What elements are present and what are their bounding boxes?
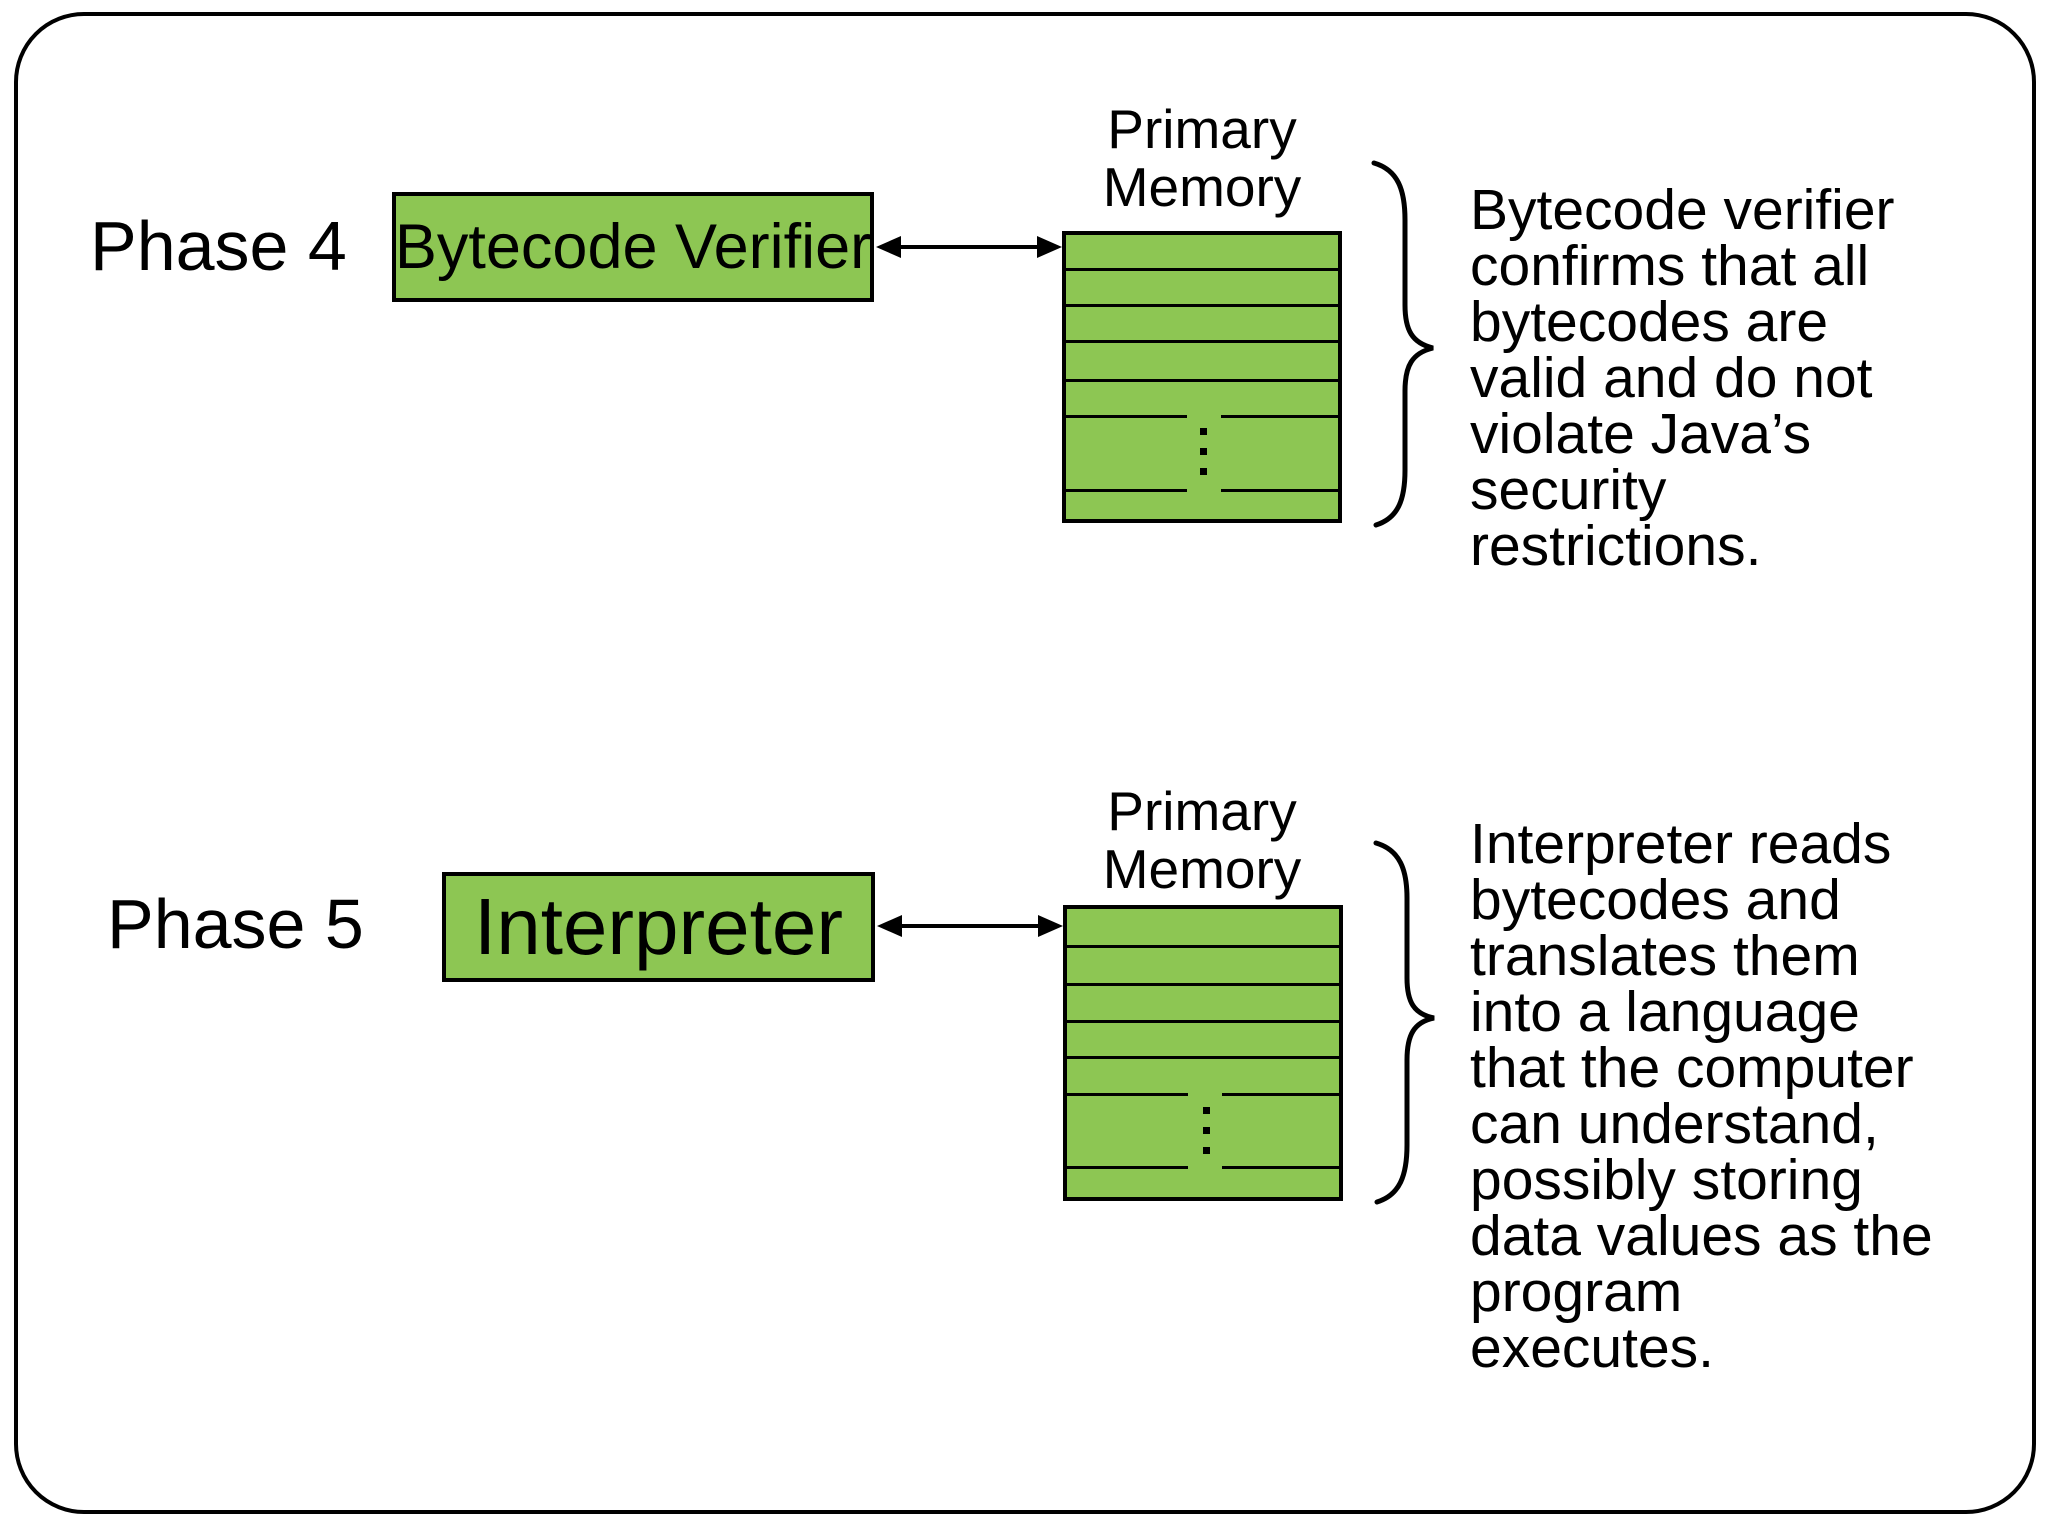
memory-row-line xyxy=(1066,268,1338,271)
phase5-description: Interpreter reads bytecodes and translat… xyxy=(1470,812,1933,1380)
memory-row-line xyxy=(1066,304,1338,307)
bytecode-verifier-box-label: Bytecode Verifier xyxy=(394,212,872,282)
memory-row-line xyxy=(1067,983,1339,986)
phase4-memory-box xyxy=(1062,231,1342,523)
vertical-ellipsis-dot xyxy=(1200,448,1207,455)
phase4-label: Phase 4 xyxy=(90,207,347,285)
memory-row-line-broken xyxy=(1066,415,1338,418)
memory-row-line xyxy=(1067,1020,1339,1023)
vertical-ellipsis-dot xyxy=(1200,468,1207,475)
interpreter-box: Interpreter xyxy=(442,872,875,982)
vertical-ellipsis-dot xyxy=(1203,1147,1210,1154)
interpreter-box-label: Interpreter xyxy=(473,882,844,971)
phase4-description: Bytecode verifier confirms that all byte… xyxy=(1470,178,1895,578)
memory-row-line-broken xyxy=(1067,1093,1339,1096)
phase5-memory-title: Primary Memory xyxy=(1102,780,1302,900)
memory-row-line xyxy=(1066,340,1338,343)
vertical-ellipsis-dot xyxy=(1200,428,1207,435)
vertical-ellipsis-dot xyxy=(1203,1127,1210,1134)
phase4-memory-title: Primary Memory xyxy=(1102,98,1302,218)
memory-row-line xyxy=(1067,945,1339,948)
phase5-label: Phase 5 xyxy=(107,885,364,963)
bytecode-verifier-box: Bytecode Verifier xyxy=(392,192,874,302)
slide-border xyxy=(14,12,2036,1514)
memory-row-line-broken xyxy=(1067,1166,1339,1169)
memory-row-line xyxy=(1067,1056,1339,1059)
phase5-memory-box xyxy=(1063,905,1343,1201)
memory-row-line xyxy=(1066,379,1338,382)
memory-row-line-broken xyxy=(1066,489,1338,492)
vertical-ellipsis-dot xyxy=(1203,1107,1210,1114)
